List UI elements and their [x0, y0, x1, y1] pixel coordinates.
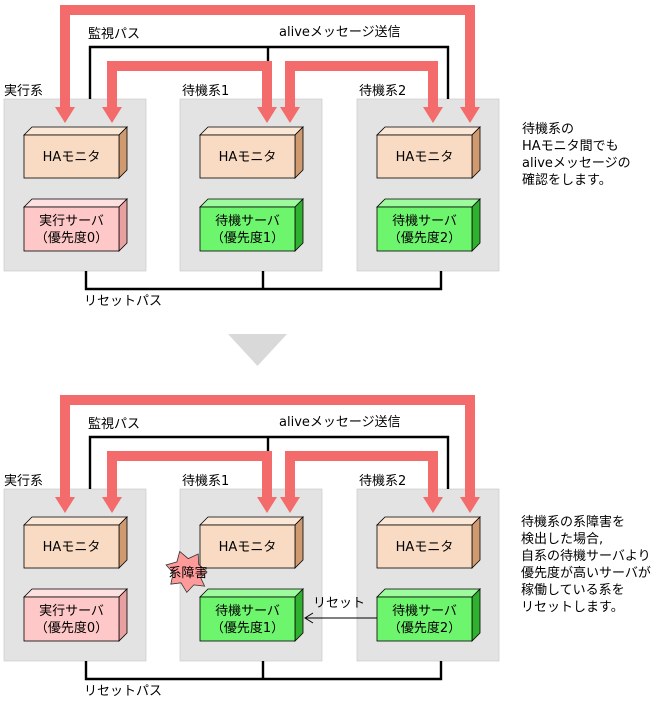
node-label-active: 実行系 [4, 473, 43, 489]
server-label: 待機サーバ [215, 604, 280, 619]
node-label-standby-1: 待機系1 [182, 84, 229, 99]
panel-normal: 監視パス aliveメッセージ送信 実行系 待機系1 待機系2 HAモニタ HA… [4, 10, 499, 309]
note-failure: 待機系の系障害を 検出した場合, 自系の待機サーバより 優先度が高いサーバが 稼… [521, 515, 651, 615]
server-label: 待機サーバ [392, 604, 457, 619]
alive-message-label: aliveメッセージ送信 [279, 25, 401, 40]
reset-label: リセット [313, 596, 365, 611]
server-label: 待機サーバ [215, 214, 280, 229]
server-priority: （優先度1） [211, 230, 284, 246]
ha-monitor-label: HAモニタ [43, 150, 101, 165]
ha-monitor-label: HAモニタ [396, 150, 454, 165]
heartbeat-path-label: 監視パス [88, 26, 140, 42]
transition-arrow [228, 334, 287, 366]
node-label-standby-2: 待機系2 [359, 474, 406, 489]
server-label: 実行サーバ [39, 603, 104, 619]
failure-burst-icon [165, 550, 208, 594]
failure-badge-label: 系障害 [168, 565, 207, 581]
server-priority: （優先度2） [388, 230, 461, 246]
node-label-standby-1: 待機系1 [182, 474, 229, 489]
alive-message-label: aliveメッセージ送信 [279, 415, 401, 430]
reset-arrow [304, 612, 377, 624]
panel-failure: 監視パス aliveメッセージ送信 実行系 待機系1 待機系2 HAモニタ HA… [4, 400, 499, 699]
ha-monitor-label: HAモニタ [219, 540, 277, 555]
server-priority: （優先度0） [35, 230, 108, 246]
server-priority: （優先度2） [388, 620, 461, 636]
node-label-active: 実行系 [4, 83, 43, 99]
reset-path-label: リセットパス [84, 294, 162, 309]
reset-path-label: リセットパス [84, 684, 162, 699]
ha-monitor-label: HAモニタ [396, 540, 454, 555]
heartbeat-path-label: 監視パス [88, 416, 140, 432]
server-priority: （優先度1） [211, 620, 284, 636]
note-normal: 待機系の HAモニタ間でも aliveメッセージの 確認をします。 [522, 122, 631, 188]
node-label-standby-2: 待機系2 [359, 84, 406, 99]
server-priority: （優先度0） [35, 620, 108, 636]
server-label: 実行サーバ [39, 213, 104, 229]
ha-monitor-label: HAモニタ [43, 540, 101, 555]
ha-monitor-label: HAモニタ [219, 150, 277, 165]
server-label: 待機サーバ [392, 214, 457, 229]
